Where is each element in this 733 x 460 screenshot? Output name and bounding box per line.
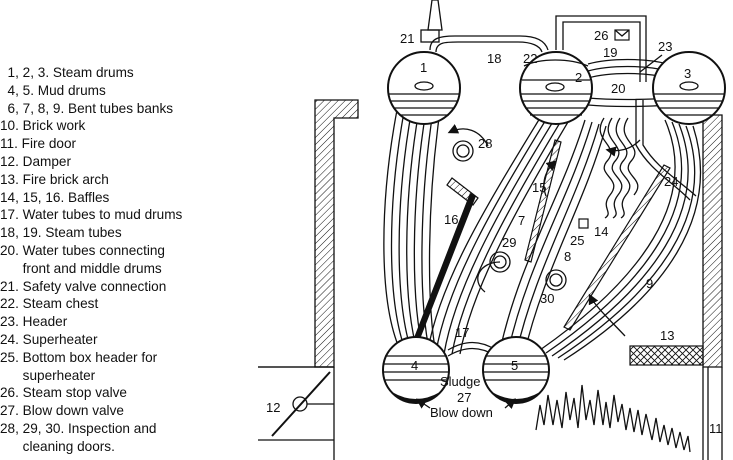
inspection-door-28 — [452, 140, 474, 162]
legend-item: 27. Blow down valve — [0, 403, 124, 419]
tube-bank-7 — [427, 117, 569, 355]
legend-item: 26. Steam stop valve — [0, 385, 127, 401]
label-13: 13 — [660, 328, 674, 343]
legend-item: front and middle drums — [0, 260, 162, 276]
bottom-box-header — [578, 218, 589, 229]
brickwork-right-wall — [702, 114, 723, 368]
tube-bank-9 — [539, 119, 702, 361]
legend-item: 12. Damper — [0, 153, 72, 169]
label-19: 19 — [603, 45, 617, 60]
label-7: 7 — [518, 213, 525, 228]
tube-bank-8 — [499, 119, 607, 356]
label-21: 21 — [400, 31, 414, 46]
label-5: 5 — [511, 358, 518, 373]
label-sludge: Sludge — [440, 374, 480, 389]
inspection-door-30 — [545, 269, 567, 291]
safety-valve — [420, 0, 443, 43]
label-30: 30 — [540, 291, 554, 306]
label-17: 17 — [455, 325, 469, 340]
label-15: 15 — [532, 180, 546, 195]
superheater — [599, 100, 697, 219]
steam-drum-2 — [519, 51, 593, 125]
mud-drum-5 — [482, 336, 550, 404]
baffle-16 — [410, 193, 476, 352]
legend-item: 18, 19. Steam tubes — [0, 225, 122, 241]
label-2: 2 — [575, 70, 582, 85]
label-23: 23 — [658, 39, 672, 54]
brick-baffle — [446, 177, 479, 206]
boiler-diagram: 11 12 16 7 15 8 — [258, 0, 726, 460]
label-27: 27 — [457, 390, 471, 405]
damper — [258, 366, 334, 441]
legend-item: 6, 7, 8, 9. Bent tubes banks — [0, 100, 174, 116]
label-25: 25 — [570, 233, 584, 248]
legend-item: 13. Fire brick arch — [0, 171, 109, 187]
label-3: 3 — [684, 66, 691, 81]
legend-list: 1, 2, 3. Steam drums 4, 5. Mud drums 6, … — [0, 64, 258, 456]
label-18: 18 — [487, 51, 501, 66]
legend-item: 25. Bottom box header for — [0, 349, 158, 365]
legend-item: cleaning doors. — [0, 438, 115, 454]
steam-drum-1 — [387, 51, 461, 125]
gas-flow-arrows — [447, 123, 641, 337]
legend-item: 10. Brick work — [0, 118, 86, 134]
sludge-5 — [492, 392, 540, 403]
steam-pipe — [555, 15, 647, 82]
baffle-14 — [563, 164, 671, 331]
label-14: 14 — [594, 224, 608, 239]
fire-brick-arch — [629, 345, 704, 366]
legend-item: 4, 5. Mud drums — [0, 82, 106, 98]
legend-item: 22. Steam chest — [0, 296, 99, 312]
label-16: 16 — [444, 212, 458, 227]
legend-item: 21. Safety valve connection — [0, 278, 167, 294]
legend-item: 11. Fire door — [0, 136, 77, 152]
legend-item: 20. Water tubes connecting — [0, 242, 165, 258]
label-26: 26 — [594, 28, 608, 43]
label-blowdown: Blow down — [430, 405, 493, 420]
label-1: 1 — [420, 60, 427, 75]
sludge-4 — [392, 392, 440, 403]
label-9: 9 — [646, 276, 653, 291]
label-28: 28 — [478, 136, 492, 151]
label-29: 29 — [502, 235, 516, 250]
steam-stop-valve — [614, 29, 630, 41]
legend-item: 1, 2, 3. Steam drums — [0, 65, 134, 80]
legend-item: 17. Water tubes to mud drums — [0, 207, 183, 223]
label-8: 8 — [564, 249, 571, 264]
legend-item: 23. Header — [0, 314, 68, 330]
label-24: 24 — [664, 174, 678, 189]
mud-drum-4 — [382, 336, 450, 404]
label-4: 4 — [411, 358, 418, 373]
legend-item: superheater — [0, 367, 96, 383]
label-20: 20 — [611, 81, 625, 96]
tube-bank-6 — [383, 109, 440, 355]
label-22: 22 — [523, 51, 537, 66]
legend-item: 14, 15, 16. Baffles — [0, 189, 110, 205]
label-11: 11 — [709, 421, 723, 436]
legend-item: 24. Superheater — [0, 331, 98, 347]
label-12: 12 — [266, 400, 280, 415]
steam-drum-3 — [652, 51, 726, 125]
brickwork-left-wall — [314, 99, 359, 368]
fire-flames — [535, 384, 691, 453]
legend-item: 28, 29, 30. Inspection and — [0, 420, 157, 436]
